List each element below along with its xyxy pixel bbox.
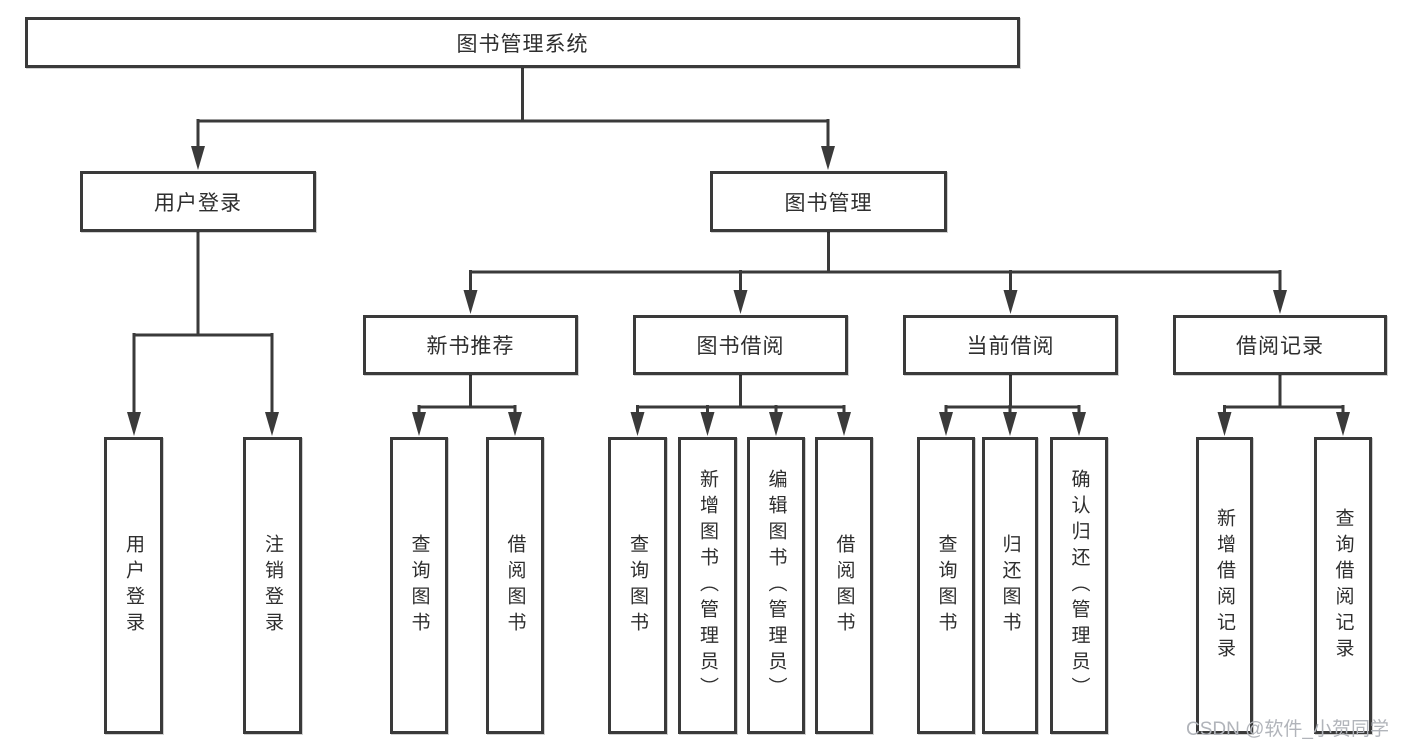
leaf-query-books-borrow: 查询图书 [608,437,667,734]
connector-book-borrow [630,375,851,436]
node-root: 图书管理系统 [25,17,1020,68]
leaf-query-borrow-record: 查询借阅记录 [1314,437,1372,734]
leaf-edit-book-admin-label: 编辑图书（管理员） [765,468,787,703]
node-borrow-records: 借阅记录 [1173,315,1387,375]
leaf-query-books-current-label: 查询图书 [935,533,957,638]
leaf-add-book-admin: 新增图书（管理员） [678,437,737,734]
leaf-borrow-books-recommend-label: 借阅图书 [504,533,526,638]
leaf-user-login-label: 用户登录 [123,533,144,638]
leaf-query-borrow-record-label: 查询借阅记录 [1332,507,1354,664]
leaf-return-books-label: 归还图书 [999,533,1021,638]
node-current-borrow: 当前借阅 [903,315,1118,375]
node-borrow-records-label: 借阅记录 [1236,335,1324,358]
leaf-confirm-return-admin: 确认归还（管理员） [1050,437,1108,734]
leaf-query-books-borrow-label: 查询图书 [627,533,648,638]
leaf-query-books-recommend-label: 查询图书 [408,533,430,638]
node-current-borrow-label: 当前借阅 [966,335,1055,358]
leaf-borrow-books-label: 借阅图书 [833,533,855,638]
leaf-add-borrow-record: 新增借阅记录 [1196,437,1253,734]
leaf-query-books-current: 查询图书 [917,437,975,734]
node-user-login-label: 用户登录 [154,191,242,215]
node-user-login: 用户登录 [80,171,316,232]
node-book-management: 图书管理 [710,171,947,232]
watermark: CSDN @软件_小贺同学 [1186,719,1389,740]
leaf-user-login: 用户登录 [104,437,163,734]
leaf-edit-book-admin: 编辑图书（管理员） [747,437,805,734]
connector-new-book-recommend [412,375,522,436]
node-book-borrow-label: 图书借阅 [696,335,785,358]
connector-borrow-records [1217,375,1350,436]
connector-book-management [463,232,1287,314]
leaf-return-books: 归还图书 [982,437,1038,734]
leaf-logout: 注销登录 [243,437,302,734]
leaf-add-borrow-record-label: 新增借阅记录 [1214,507,1235,664]
leaf-borrow-books: 借阅图书 [815,437,873,734]
node-new-book-recommend: 新书推荐 [363,315,578,375]
node-new-book-recommend-label: 新书推荐 [426,335,515,358]
node-book-borrow: 图书借阅 [633,315,848,375]
connector-user-login [127,232,279,436]
connector-root [191,68,835,170]
node-book-management-label: 图书管理 [784,191,873,215]
leaf-borrow-books-recommend: 借阅图书 [486,437,544,734]
leaf-confirm-return-admin-label: 确认归还（管理员） [1068,468,1090,703]
leaf-logout-label: 注销登录 [262,533,283,638]
leaf-add-book-admin-label: 新增图书（管理员） [697,468,718,703]
leaf-query-books-recommend: 查询图书 [390,437,448,734]
node-root-label: 图书管理系统 [456,32,589,56]
connector-current-borrow [939,375,1086,436]
